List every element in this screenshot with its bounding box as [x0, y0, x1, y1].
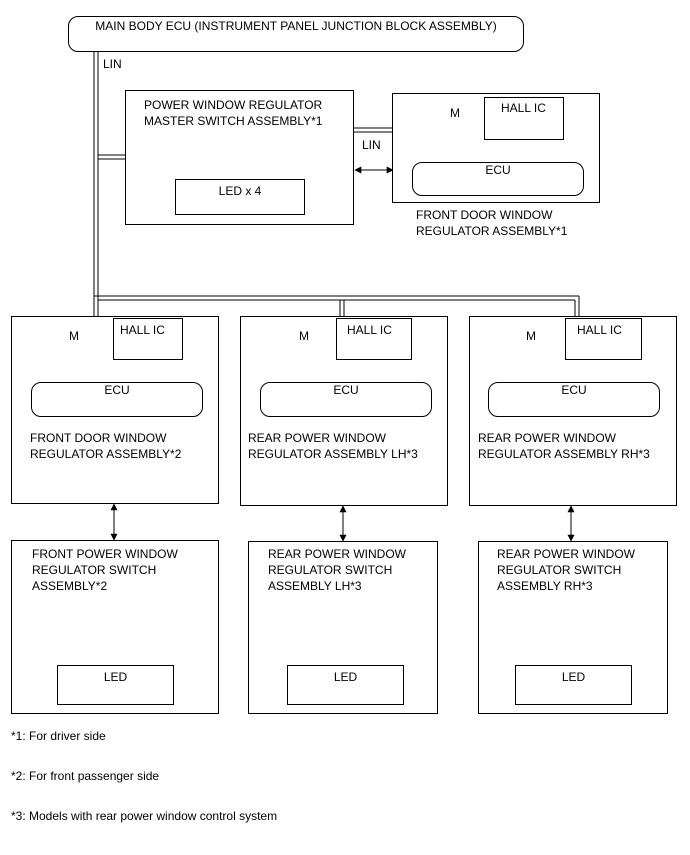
main-body-ecu-label: MAIN BODY ECU (INSTRUMENT PANEL JUNCTION…	[95, 19, 497, 33]
master-led-label: LED x 4	[218, 184, 262, 198]
regulator-line2: REGULATOR ASSEMBLY LH*3	[248, 447, 418, 461]
hall-ic-label: HALL IC	[120, 323, 165, 337]
lin-label-main: LIN	[103, 57, 122, 71]
master-led-box	[175, 179, 305, 215]
switch-line1: REAR POWER WINDOW	[268, 547, 406, 561]
hall-ic-box	[565, 318, 642, 360]
hall-ic-box	[484, 97, 564, 140]
regulator-line2: REGULATOR ASSEMBLY*2	[30, 447, 182, 461]
footnote-2: *2: For front passenger side	[11, 769, 160, 783]
led-label: LED	[333, 670, 358, 684]
hall-ic-label: HALL IC	[501, 101, 546, 115]
regulator-line2: REGULATOR ASSEMBLY RH*3	[478, 447, 650, 461]
lin-label-door: LIN	[362, 138, 381, 152]
ecu-box	[412, 162, 584, 196]
led-box	[515, 665, 632, 705]
motor-symbol: M	[69, 329, 79, 343]
ecu-label: ECU	[104, 383, 130, 397]
switch-line3: ASSEMBLY RH*3	[497, 579, 593, 593]
ecu-box	[31, 382, 203, 417]
hall-ic-box	[336, 318, 412, 360]
driver-door-line2: REGULATOR ASSEMBLY*1	[416, 224, 568, 238]
led-label: LED	[561, 670, 586, 684]
switch-line2: REGULATOR SWITCH	[497, 563, 622, 577]
switch-line3: ASSEMBLY*2	[32, 579, 108, 593]
led-box	[287, 665, 404, 705]
led-label: LED	[103, 670, 128, 684]
ecu-label: ECU	[485, 163, 511, 177]
ecu-label: ECU	[333, 383, 359, 397]
master-switch-line2: MASTER SWITCH ASSEMBLY*1	[144, 114, 323, 128]
ecu-label: ECU	[561, 383, 587, 397]
master-switch-line1: POWER WINDOW REGULATOR	[144, 98, 323, 112]
motor-symbol: M	[299, 329, 309, 343]
switch-line1: REAR POWER WINDOW	[497, 547, 635, 561]
footnote-3: *3: Models with rear power window contro…	[11, 809, 278, 823]
footnote-1: *1: For driver side	[11, 729, 106, 743]
switch-line2: REGULATOR SWITCH	[32, 563, 157, 577]
hall-ic-box	[113, 318, 183, 360]
regulator-line1: REAR POWER WINDOW	[478, 431, 616, 445]
regulator-line1: FRONT DOOR WINDOW	[30, 431, 167, 445]
regulator-line1: REAR POWER WINDOW	[248, 431, 386, 445]
switch-line1: FRONT POWER WINDOW	[32, 547, 178, 561]
motor-symbol: M	[526, 329, 536, 343]
driver-door-line1: FRONT DOOR WINDOW	[416, 208, 553, 222]
motor-symbol: M	[450, 106, 460, 120]
switch-line3: ASSEMBLY LH*3	[268, 579, 362, 593]
led-box	[57, 665, 174, 705]
ecu-box	[260, 382, 432, 417]
switch-line2: REGULATOR SWITCH	[268, 563, 393, 577]
ecu-box	[488, 382, 660, 417]
hall-ic-label: HALL IC	[347, 323, 392, 337]
hall-ic-label: HALL IC	[577, 323, 622, 337]
main-body-ecu-box	[68, 16, 524, 52]
